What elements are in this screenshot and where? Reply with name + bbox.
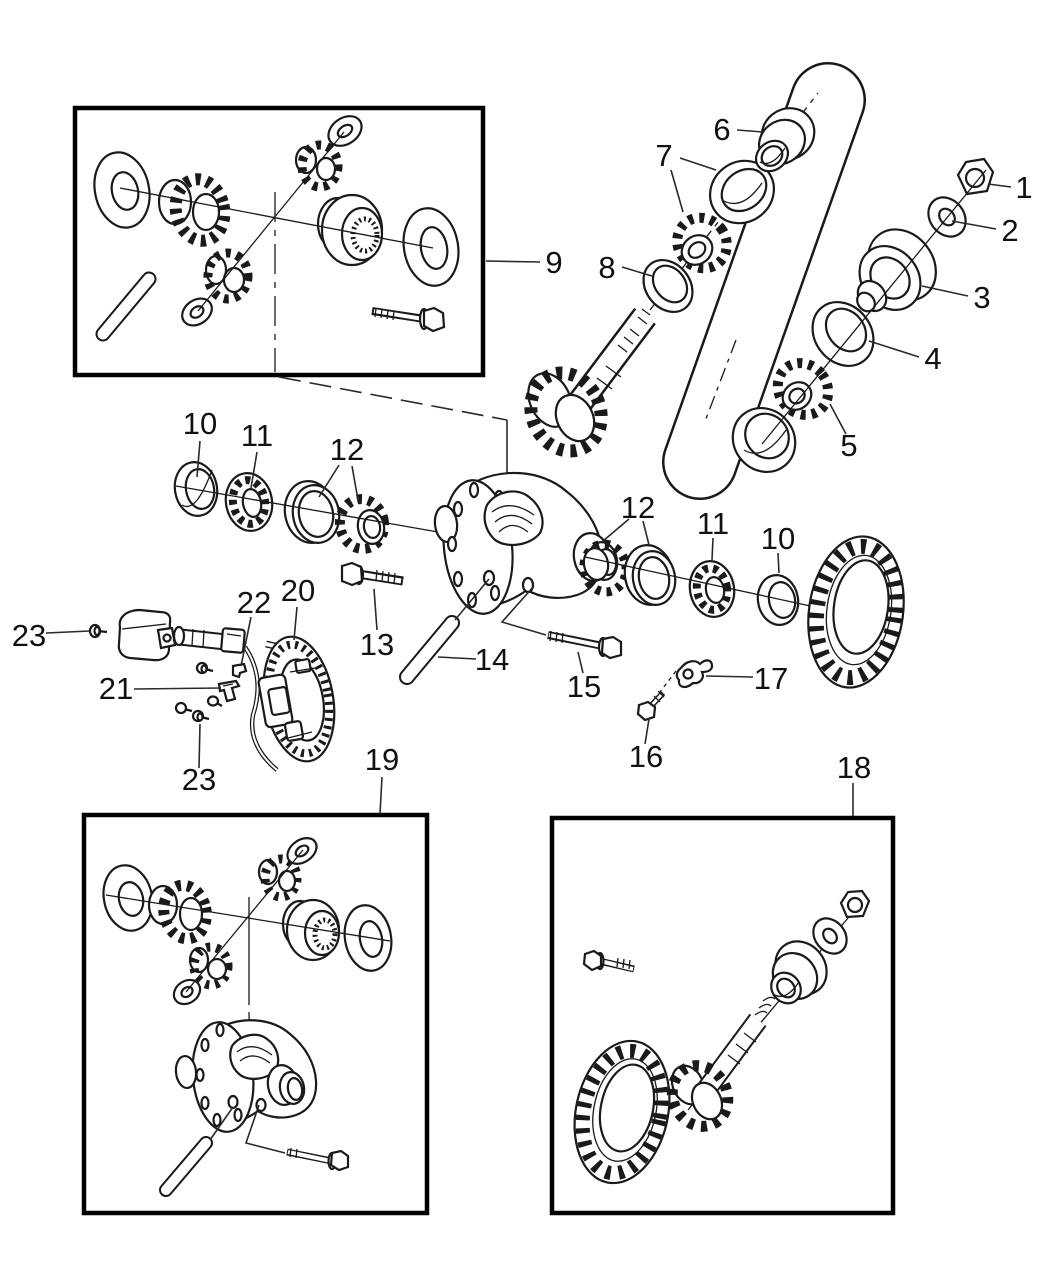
side-gear-left-19 (147, 879, 212, 945)
bearing-race-left (283, 480, 341, 544)
pinion-mate-pin-19 (159, 1136, 213, 1197)
callout-5: 5 (840, 428, 857, 463)
case-bolt (371, 306, 446, 333)
pinion-washer-lower (181, 297, 213, 327)
carrier-bearing-stack-right (579, 539, 816, 626)
callout-11-right: 11 (697, 506, 729, 541)
axle-lock-actuator-group (88, 608, 336, 772)
screw-small-c (174, 701, 193, 715)
drive-pinion-18 (666, 996, 776, 1132)
adjuster-lock-clip-17 (675, 659, 714, 689)
differential-case-19 (174, 1019, 318, 1133)
outer-pinion-bearing-cup (731, 407, 797, 473)
differential-case (433, 471, 619, 615)
pinion-nut-18 (839, 889, 871, 919)
pinion-seal (811, 301, 875, 367)
callout-20: 20 (281, 573, 315, 608)
callout-6: 6 (713, 112, 730, 147)
callout-13: 13 (360, 627, 394, 662)
callout-10-left: 10 (183, 406, 217, 441)
callout-2: 2 (1001, 213, 1018, 248)
callout-9: 9 (545, 245, 562, 280)
callout-23-upper: 23 (12, 618, 46, 653)
callout-17: 17 (754, 661, 788, 696)
case-bolt-19 (286, 1147, 350, 1172)
callout-12-right: 12 (621, 490, 655, 525)
pinion-mate-gear-upper (294, 140, 343, 192)
adjuster-cone-left (334, 494, 390, 554)
callout-11-left: 11 (241, 418, 273, 453)
case-bolt-13 (340, 561, 404, 587)
ring-gear-bolt-15 (547, 630, 623, 660)
bearing-cone-right (688, 560, 736, 618)
callout-labels: 1 2 3 4 5 6 7 8 9 10 11 12 13 14 15 16 1… (12, 112, 1033, 797)
callout-16: 16 (629, 739, 663, 774)
side-gear-hub-19 (281, 898, 341, 962)
screw-small-a (195, 661, 214, 675)
inset-box-differential-kit-top (72, 105, 486, 378)
drive-pinion-gear (524, 307, 656, 458)
callout-10-right: 10 (761, 521, 795, 556)
callout-23-lower: 23 (182, 762, 216, 797)
callout-19: 19 (365, 742, 399, 777)
inset-box-differential-kit-bottom (81, 812, 430, 1216)
carrier-bearing-stack-left (173, 461, 439, 554)
screw-small-b (206, 695, 223, 707)
front-pinion-bearing (754, 107, 816, 173)
pinion-gear-lower-19 (188, 942, 233, 990)
pinion-nut (956, 157, 995, 196)
ring-gear (807, 535, 905, 689)
bracket-21 (217, 679, 241, 703)
pinion-spacer-washer (642, 259, 694, 313)
screw-23-upper (88, 623, 108, 639)
inner-pinion-bearing-cone (672, 212, 732, 274)
pinion-gear-upper-19 (257, 854, 302, 902)
axle-sensor (172, 625, 279, 772)
callout-leaders (45, 129, 1012, 816)
pinion-washer-lower-19 (172, 978, 202, 1006)
cross-pin-shaft (95, 271, 157, 342)
pinion-mate-gear-lower (203, 248, 253, 304)
pinion-flange-18 (770, 940, 828, 1005)
adjuster-lock-screw-16 (636, 670, 677, 722)
callout-12-left: 12 (330, 432, 364, 467)
pinion-mate-pin (399, 615, 460, 685)
screw-23-lower (191, 709, 210, 723)
pinion-shaft-assembly (524, 62, 995, 500)
callout-4: 4 (924, 341, 941, 376)
thrust-washer-left (93, 151, 151, 229)
flange-washer-18 (812, 917, 848, 955)
pinion-axis-capsule (662, 62, 866, 500)
callout-21: 21 (99, 671, 133, 706)
callout-3: 3 (973, 280, 990, 315)
side-gear-hub-right (316, 193, 384, 267)
callout-1: 1 (1015, 170, 1032, 205)
locker-actuator-20 (257, 635, 336, 763)
inset-box-ring-and-pinion (549, 815, 896, 1216)
pinion-washer-upper (327, 115, 363, 147)
bearing-race-right (623, 544, 677, 606)
cable-clip-22 (231, 662, 248, 679)
callout-22: 22 (237, 585, 271, 620)
bearing-cup-right (756, 574, 800, 626)
callout-7: 7 (655, 138, 672, 173)
callout-14: 14 (475, 642, 509, 677)
callout-15: 15 (567, 669, 601, 704)
pinion-flange (856, 228, 937, 313)
callout-8: 8 (598, 250, 615, 285)
ring-gear-18 (573, 1039, 671, 1185)
ring-gear-bolt-18 (582, 949, 635, 973)
callout-18: 18 (837, 750, 871, 785)
sensor-shield (117, 608, 177, 662)
